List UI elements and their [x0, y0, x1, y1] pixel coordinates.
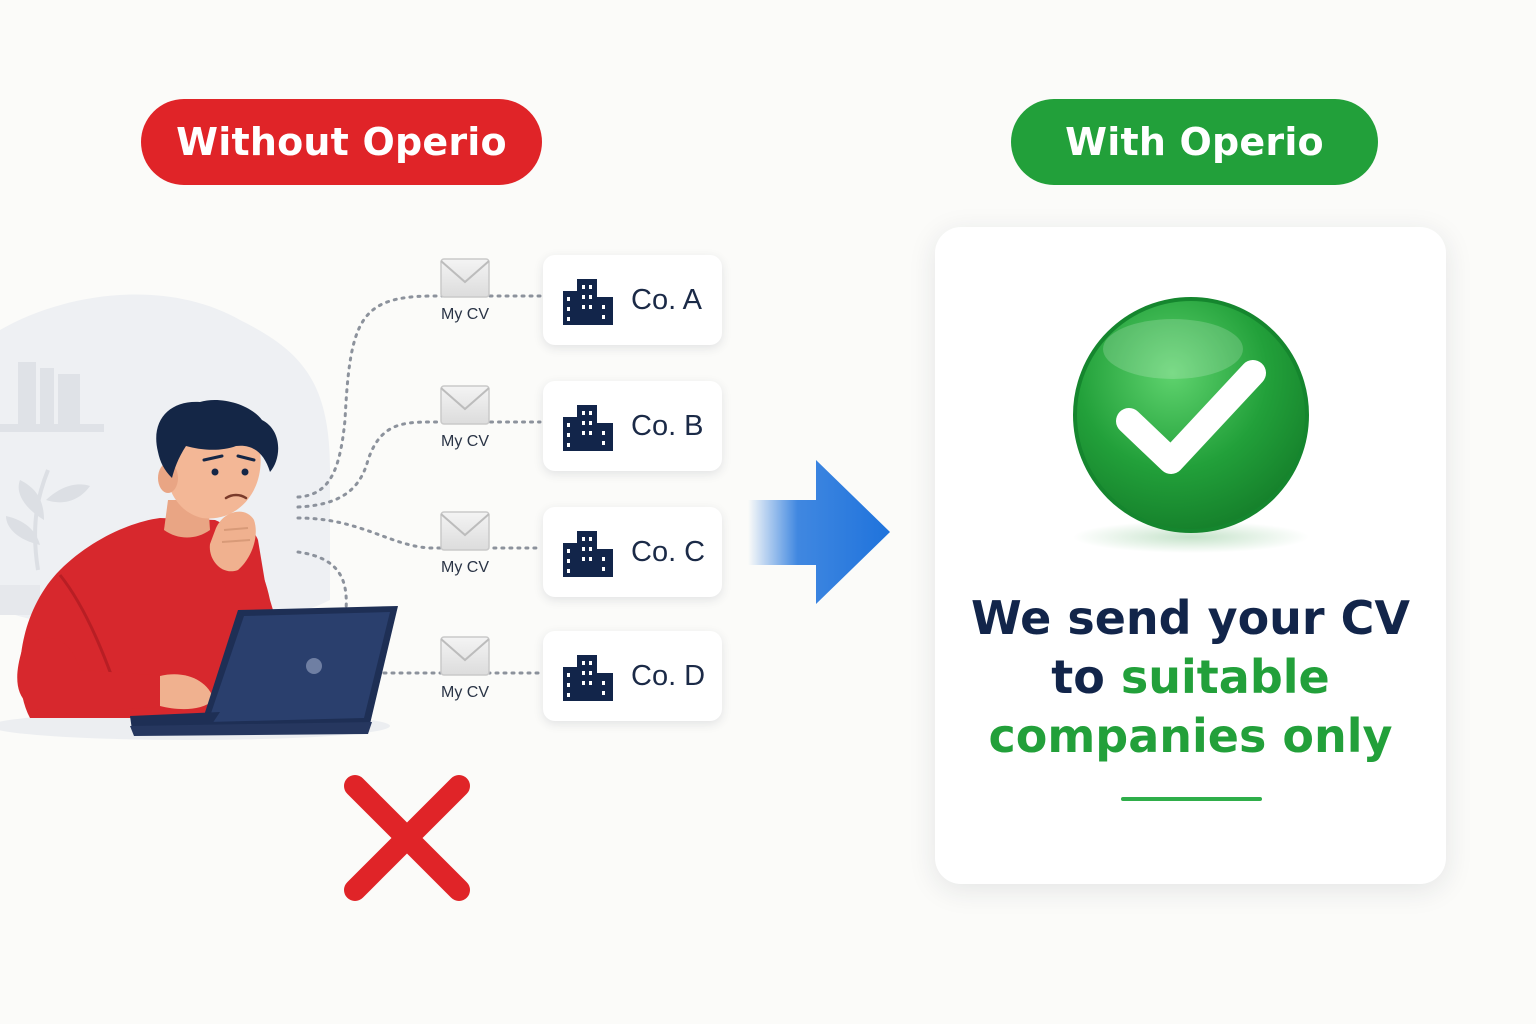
building-icon — [563, 279, 613, 325]
value-proposition-text: We send your CV to suitable companies on… — [935, 589, 1446, 766]
red-x-icon — [344, 775, 470, 901]
green-checkmark-icon — [1073, 297, 1309, 553]
building-icon — [563, 531, 613, 577]
with-operio-label: With Operio — [1011, 99, 1378, 185]
cv-envelope-icon — [440, 636, 490, 676]
message-highlight-suitable: suitable — [1120, 650, 1330, 704]
frustrated-person-illustration — [0, 400, 398, 740]
company-card-c: Co. C — [543, 507, 722, 597]
message-line-2: to suitable — [935, 648, 1446, 707]
cv-envelope-icon — [440, 258, 490, 298]
cv-envelope-icon — [440, 511, 490, 551]
without-operio-label: Without Operio — [141, 99, 542, 185]
cv-envelope-icon — [440, 385, 490, 425]
message-highlight-companies: companies only — [988, 709, 1393, 763]
cv-label: My CV — [441, 559, 489, 576]
company-card-b: Co. B — [543, 381, 722, 471]
building-icon — [563, 405, 613, 451]
cv-label: My CV — [441, 684, 489, 701]
building-icon — [563, 655, 613, 701]
cv-label: My CV — [441, 433, 489, 450]
company-name: Co. A — [631, 284, 702, 316]
company-card-d: Co. D — [543, 631, 722, 721]
company-name: Co. B — [631, 410, 704, 442]
accent-underline — [1121, 797, 1262, 801]
company-name: Co. C — [631, 536, 706, 568]
company-card-a: Co. A — [543, 255, 722, 345]
message-line-1: We send your CV — [971, 591, 1410, 645]
arrow-right-icon — [748, 460, 890, 604]
message-line-2-prefix: to — [1051, 650, 1105, 704]
cv-label: My CV — [441, 306, 489, 323]
cv-connection-lines — [296, 294, 542, 675]
company-name: Co. D — [631, 660, 706, 692]
with-operio-card: We send your CV to suitable companies on… — [935, 227, 1446, 884]
